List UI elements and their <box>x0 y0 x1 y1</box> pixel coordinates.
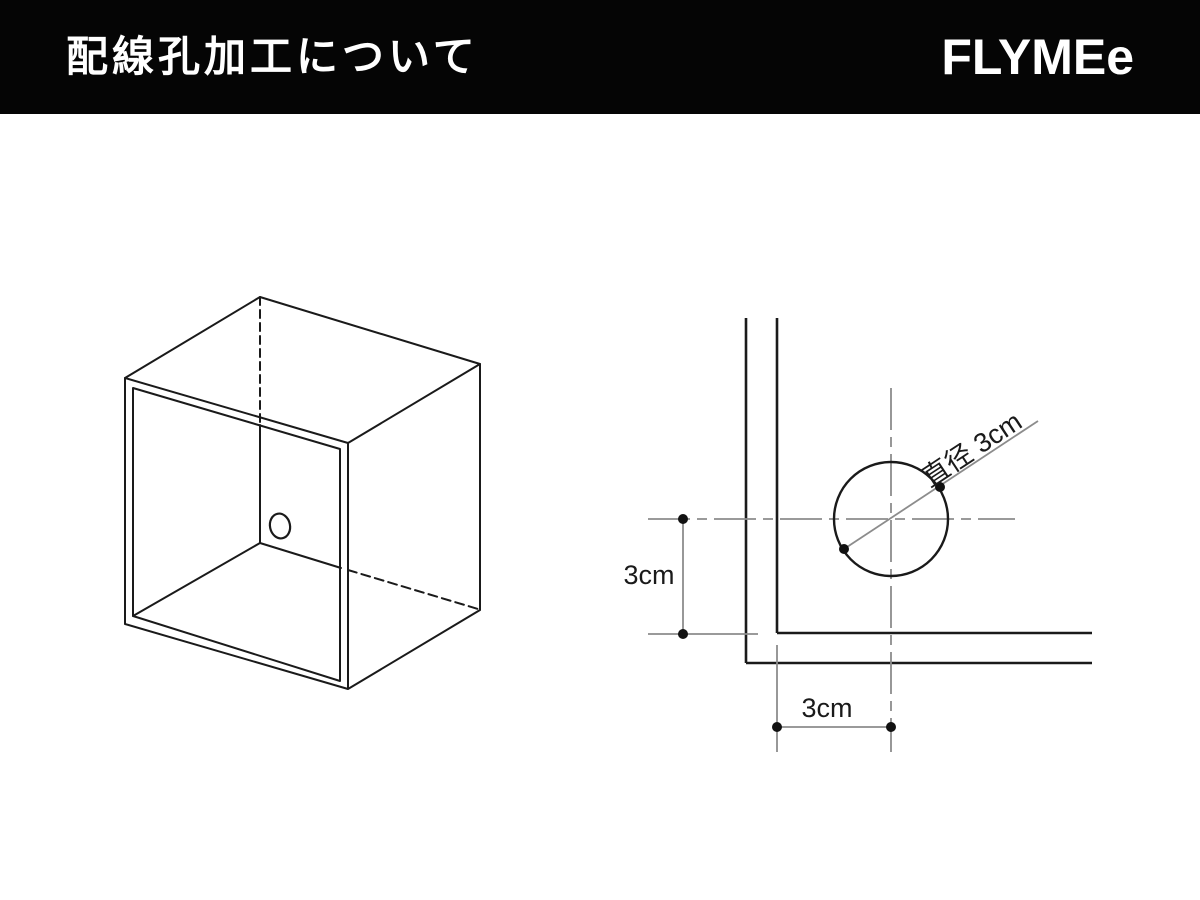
cube-isometric-view <box>124 296 481 690</box>
panel-edge-lines <box>744 318 1092 665</box>
cube-interior-floor-right-edge <box>259 542 342 569</box>
dim-dot <box>772 722 782 732</box>
bottom-offset-label: 3cm <box>801 693 852 723</box>
flymee-logo: FLYMEe <box>941 29 1134 85</box>
dim-dot <box>935 482 945 492</box>
cube-interior-floor-left-edge <box>132 542 261 617</box>
dimension-dots <box>678 482 945 732</box>
cube-hidden-bottom-edge <box>347 569 479 610</box>
left-offset-label: 3cm <box>623 560 674 590</box>
hole-position-detail-view: 3cm 3cm 直径 3cm <box>623 318 1092 752</box>
dim-dot <box>678 629 688 639</box>
dim-dot <box>839 544 849 554</box>
cube-opening-inner-frame <box>132 387 341 682</box>
dim-dot <box>678 514 688 524</box>
page-title: 配線孔加工について <box>66 33 479 80</box>
cube-outer-edges <box>124 363 481 690</box>
wiring-hole-ellipse <box>268 512 292 540</box>
diameter-label: 直径 3cm <box>917 406 1027 493</box>
header-bar: 配線孔加工について FLYMEe <box>0 0 1200 114</box>
hole-circle <box>832 460 950 578</box>
dim-dot <box>886 722 896 732</box>
cube-top-face <box>124 296 481 444</box>
